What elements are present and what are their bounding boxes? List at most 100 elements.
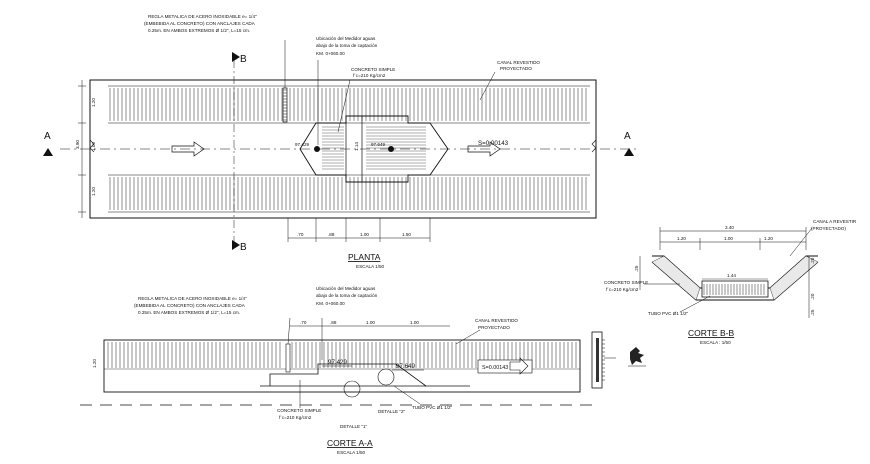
seca-hatch bbox=[107, 342, 577, 368]
cut-a-right-label: A bbox=[624, 131, 631, 142]
secb-note-concreto-2: f´c=210 Kg/cm2 bbox=[606, 287, 639, 292]
plan-leader-canal bbox=[479, 71, 496, 101]
seca-note-canal-1: CANAL REVESTIDO bbox=[475, 318, 518, 323]
seca-metal-ruler bbox=[285, 343, 291, 373]
seca-leader-regla bbox=[287, 317, 291, 345]
plan-flow-arrow-left bbox=[171, 141, 205, 157]
seca-dim-2: .88 bbox=[330, 320, 337, 325]
plan-dim-bottom-1: .70 bbox=[297, 232, 304, 237]
seca-note-regla-2: (EMBEBIDA AL CONCRETO) CON ANCLAJES CADA bbox=[134, 303, 246, 308]
plan-note-regla-2: (EMBEBIDA AL CONCRETO) CON ANCLAJES CADA bbox=[144, 21, 256, 26]
secb-flume-block bbox=[701, 280, 769, 298]
plan-hatch-bottom bbox=[109, 177, 587, 210]
seca-level-2: 97.649 bbox=[396, 363, 415, 370]
plan-dim-bottom-2: .88 bbox=[328, 232, 335, 237]
seca-slope: S=0.00143 bbox=[482, 365, 508, 371]
seca-dim-4: 1.00 bbox=[410, 320, 419, 325]
ruler-detail-inner bbox=[596, 338, 599, 382]
cut-b-top-marker bbox=[232, 52, 240, 62]
seca-detalle-1-circle bbox=[343, 380, 361, 398]
plan-note-ubicacion-3: KM. 0+060.00 bbox=[316, 51, 345, 56]
plan-dim-center: 1.00 bbox=[91, 142, 96, 151]
plan-flume-outline bbox=[299, 115, 449, 183]
secb-dim-row-3: 1.20 bbox=[764, 236, 773, 241]
plan-leader-concreto bbox=[337, 79, 351, 133]
secb-title: CORTE B-B bbox=[688, 328, 734, 338]
seca-note-ubicacion-1: Ubicación del Medidor aguas bbox=[316, 286, 376, 291]
plan-note-regla-1: REGLA METALICA DE ACERO INOXIDABLE e= 1/… bbox=[148, 14, 257, 19]
seca-detalle-1: DETALLE "1" bbox=[340, 424, 368, 429]
secb-right-wall-fill bbox=[769, 255, 819, 301]
secb-scale: ESCALA : 1/50 bbox=[700, 340, 731, 345]
plan-note-ubicacion-1: Ubicación del Medidor aguas bbox=[316, 36, 376, 41]
plan-dim-side-top: 1.20 bbox=[91, 98, 96, 107]
plan-flow-arrow-right bbox=[467, 141, 501, 157]
plan-throat-dim: 1.14 bbox=[354, 142, 359, 151]
secb-dim-side-3: .25 bbox=[810, 309, 815, 316]
secb-left-wall-fill bbox=[651, 255, 701, 301]
secb-flume-hatch bbox=[703, 284, 765, 295]
seca-note-regla-1: REGLA METALICA DE ACERO INOXIDABLE e= 1/… bbox=[138, 296, 247, 301]
seca-note-regla-3: 0.25m. EN AMBOS EXTREMOS Ø 1/2", L=15 cm… bbox=[138, 310, 240, 315]
plan-flume-hatch bbox=[322, 126, 426, 170]
cut-b-bottom-marker bbox=[232, 240, 240, 250]
secb-note-canal-2: (PROYECTADO) bbox=[811, 226, 846, 231]
cut-a-right-marker bbox=[624, 148, 634, 156]
plan-scale: ESCALA 1/50 bbox=[356, 264, 385, 269]
secb-leader-tubo bbox=[679, 295, 711, 313]
plan-dim-side-bottom: 1.20 bbox=[91, 187, 96, 196]
plan-note-canal-1: CANAL REVESTIDO bbox=[497, 60, 540, 65]
seca-outline bbox=[103, 339, 581, 393]
secb-dim-side-1: .25 bbox=[810, 257, 815, 264]
north-symbol bbox=[628, 347, 646, 367]
seca-level-1: 97.429 bbox=[328, 359, 347, 366]
ruler-detail bbox=[591, 331, 616, 389]
cut-a-left-marker bbox=[43, 148, 53, 156]
section-b-view: 3.40 1.20 1.00 1.20 1.44 .25 .20 .25 .25… bbox=[604, 219, 857, 345]
north-symbol-glyph bbox=[630, 347, 644, 365]
secb-note-canal-1: CANAL A REVESTIR bbox=[813, 219, 857, 224]
seca-detalle-2: DETALLE "2" bbox=[378, 409, 406, 414]
seca-leader-tubo bbox=[393, 385, 421, 405]
plan-note-concreto-1: CONCRETO SIMPLE bbox=[351, 67, 395, 72]
plan-level-point-2 bbox=[388, 146, 394, 152]
plan-break-right bbox=[591, 139, 597, 153]
cut-b-top-label: B bbox=[240, 54, 247, 65]
plan-dim-bottom-3: 1.00 bbox=[360, 232, 369, 237]
seca-flow-arrow bbox=[509, 357, 529, 375]
secb-dim-row-2: 1.00 bbox=[724, 236, 733, 241]
plan-view: A A B B REGLA METALICA DE ACERO INOXIDAB… bbox=[43, 14, 640, 269]
plan-note-concreto-2: f´c=210 Kg/cm2 bbox=[353, 73, 386, 78]
seca-scale: ESCALA 1/50 bbox=[337, 450, 366, 455]
secb-leader-canal bbox=[789, 227, 813, 257]
seca-note-canal-2: PROYECTADO bbox=[478, 325, 510, 330]
seca-title: CORTE A-A bbox=[327, 438, 373, 448]
plan-note-ubicacion-2: abajo de la toma de captación bbox=[316, 43, 378, 48]
seca-note-ubicacion-2: abajo de la toma de captación bbox=[316, 293, 378, 298]
ruler-detail-ticks bbox=[602, 339, 605, 381]
seca-note-concreto-1: CONCRETO SIMPLE bbox=[277, 408, 321, 413]
seca-dim-1: .70 bbox=[300, 320, 307, 325]
plan-level-2-label: 97.649 bbox=[371, 142, 385, 147]
plan-title: PLANTA bbox=[348, 252, 381, 262]
plan-level-1-label: 97.429 bbox=[295, 142, 309, 147]
secb-dim-inner: 1.44 bbox=[727, 273, 736, 278]
plan-note-regla-3: 0.25m. EN AMBOS EXTREMOS Ø 1/2", L=15 cm… bbox=[148, 28, 250, 33]
plan-dim-total: 3.90 bbox=[75, 140, 80, 149]
seca-note-ubicacion-3: KM. 0+060.00 bbox=[316, 301, 345, 306]
section-a-view: 97.429 97.649 S=0.00143 .70 .88 1.00 1.0… bbox=[80, 286, 600, 455]
secb-dim-left: .25 bbox=[634, 265, 639, 272]
plan-dim-bottom-4: 1.50 bbox=[402, 232, 411, 237]
secb-dim-top: 3.40 bbox=[725, 225, 734, 230]
seca-flume-profile bbox=[269, 363, 427, 387]
plan-break-left bbox=[89, 139, 95, 153]
cut-a-left-label: A bbox=[44, 131, 51, 142]
secb-dim-row-1: 1.20 bbox=[677, 236, 686, 241]
seca-note-tubo: TUBO PVC Ø1 1/2" bbox=[412, 405, 453, 410]
seca-leader-canal bbox=[455, 329, 481, 345]
plan-level-point-1 bbox=[314, 146, 320, 152]
secb-note-concreto-1: CONCRETO SIMPLE bbox=[604, 280, 648, 285]
plan-note-canal-2: PROYECTADO bbox=[500, 66, 532, 71]
